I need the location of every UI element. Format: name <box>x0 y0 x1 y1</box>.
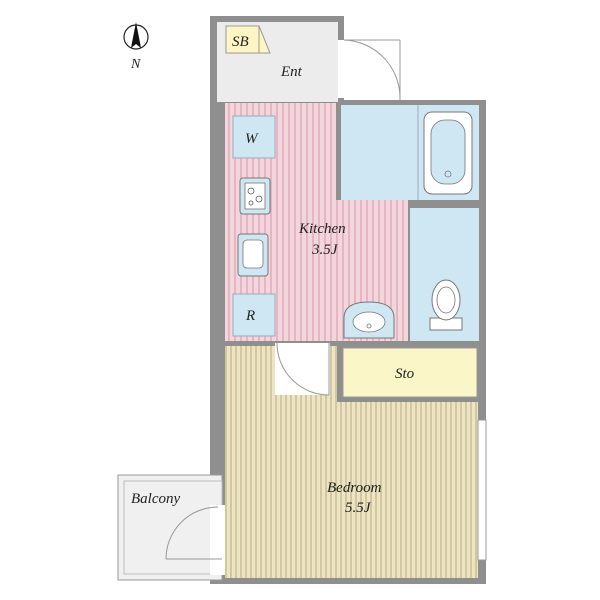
shoe-box-label: SB <box>232 34 249 50</box>
compass-label: N <box>130 57 141 72</box>
bedroom-door[interactable] <box>275 342 330 396</box>
bedroom-window <box>477 419 487 561</box>
bedroom-size: 5.5J <box>345 500 372 516</box>
storage-label: Sto <box>395 366 415 382</box>
bathtub-icon <box>423 111 473 195</box>
kitchen-label: Kitchen <box>298 221 346 237</box>
toilet-icon <box>429 279 463 331</box>
refrigerator-space: R <box>232 293 276 337</box>
refrigerator-label: R <box>245 308 255 324</box>
bedroom-label: Bedroom <box>327 480 382 496</box>
washer-label: W <box>245 131 259 147</box>
kitchen-size: 3.5J <box>311 242 339 258</box>
storage-closet: Sto <box>342 347 478 398</box>
kitchen-sink-icon <box>237 233 269 277</box>
stove-icon <box>239 177 271 215</box>
entrance-label: Ent <box>280 64 303 80</box>
bedroom-floor <box>225 402 478 578</box>
balcony-label: Balcony <box>131 491 180 507</box>
shoe-box: SB <box>225 25 271 54</box>
washer-space: W <box>232 115 276 159</box>
exterior-area <box>344 10 494 100</box>
bathroom <box>341 105 479 200</box>
washbasin-icon <box>343 301 395 339</box>
balcony-door[interactable] <box>165 505 225 575</box>
north-arrow-icon <box>123 22 149 50</box>
entrance-door[interactable] <box>338 39 401 100</box>
balcony: Balcony <box>117 474 223 581</box>
compass: N <box>123 22 149 72</box>
toilet-room <box>410 208 479 341</box>
